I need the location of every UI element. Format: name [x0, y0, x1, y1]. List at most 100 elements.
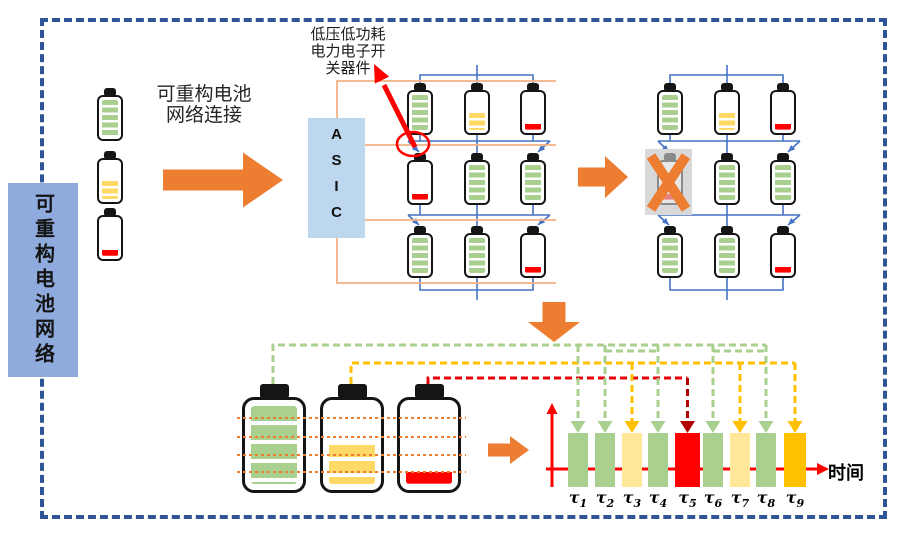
drop-arrowhead — [787, 421, 803, 433]
asic-route-bottom — [336, 238, 556, 284]
time-axis-label: 时间 — [828, 463, 864, 483]
battery-fill — [412, 95, 428, 130]
grid-transition-arrow — [578, 156, 628, 198]
tau-label: τ4 — [648, 488, 668, 511]
battery-icon-red — [407, 160, 433, 205]
battery-fill — [102, 100, 118, 136]
battery-icon-green — [520, 160, 546, 205]
battery-cap — [527, 153, 539, 160]
timeline-bar-τ3 — [622, 433, 642, 487]
timeline-bar-τ1 — [568, 433, 588, 487]
battery-cap — [414, 83, 426, 90]
battery-icon-red — [520, 90, 546, 135]
battery-cap — [104, 208, 116, 215]
switch-device-note: 低压低功耗 电力电子开 关器件 — [310, 26, 386, 77]
battery-cap — [414, 153, 426, 160]
route-red — [426, 376, 688, 384]
battery-fill — [102, 220, 118, 256]
tau-label: τ2 — [595, 488, 615, 511]
battery-fill — [412, 238, 428, 273]
asic-route-top — [336, 80, 556, 118]
battery-fill — [525, 165, 541, 200]
route-yellow — [349, 361, 795, 384]
battery-cap — [777, 153, 789, 160]
battery-cap — [471, 153, 483, 160]
battery-icon-green — [657, 233, 683, 278]
tau-label: τ3 — [622, 488, 642, 511]
battery-fill — [719, 238, 735, 273]
timeline-bar-τ8 — [756, 433, 776, 487]
battery-icon-green — [464, 160, 490, 205]
battery-fill — [775, 238, 791, 273]
asic-box: ASIC — [308, 118, 365, 238]
timeline-bar-τ4 — [648, 433, 668, 487]
battery-icon-yellow — [320, 397, 384, 493]
battery-icon-yellow — [464, 90, 490, 135]
battery-fill — [469, 238, 485, 273]
timeline-arrow — [488, 436, 529, 464]
battery-fill — [662, 238, 678, 273]
battery-cap — [721, 153, 733, 160]
battery-cap — [777, 83, 789, 90]
battery-fill — [525, 95, 541, 130]
battery-icon-green — [97, 95, 123, 141]
battery-cap — [664, 83, 676, 90]
battery-icon-red — [97, 215, 123, 261]
battery-icon-green — [464, 233, 490, 278]
timeline-bar-τ2 — [595, 433, 615, 487]
tau-label: τ5 — [678, 488, 697, 511]
drop-arrowhead — [597, 421, 613, 433]
battery-cap — [414, 226, 426, 233]
route-green — [271, 343, 766, 384]
timeline-bar-τ6 — [703, 433, 723, 487]
tau-label: τ1 — [568, 488, 588, 511]
drop-arrowhead — [680, 421, 695, 433]
battery-cap — [337, 384, 367, 397]
drop-arrowhead — [570, 421, 586, 433]
connection-label: 可重构电池 网络连接 — [156, 84, 252, 126]
timeline-bar-τ5 — [675, 433, 700, 487]
switch-highlight-circle — [395, 130, 431, 158]
battery-cap — [664, 226, 676, 233]
drop-arrowhead — [732, 421, 748, 433]
side-title-box: 可重构电池网络 — [8, 183, 78, 377]
battery-cap — [721, 226, 733, 233]
drop-arrowhead — [624, 421, 640, 433]
battery-cap — [527, 83, 539, 90]
battery-icon-green — [242, 397, 306, 493]
battery-icon-red — [770, 90, 796, 135]
battery-cap — [471, 83, 483, 90]
battery-fill — [469, 165, 485, 200]
battery-cap — [104, 88, 116, 95]
battery-cap — [664, 153, 676, 160]
battery-fill — [469, 95, 485, 130]
battery-cap — [104, 151, 116, 158]
timeline-bar-τ7 — [730, 433, 750, 487]
switch-pointer-arrow — [381, 83, 418, 149]
battery-icon-red — [520, 233, 546, 278]
battery-fill — [719, 165, 735, 200]
down-flow-arrow — [528, 302, 580, 342]
battery-cap — [414, 384, 444, 397]
battery-fill — [525, 238, 541, 273]
battery-cap — [471, 226, 483, 233]
battery-icon-green — [770, 160, 796, 205]
battery-fill — [719, 95, 735, 130]
battery-cap — [259, 384, 289, 397]
battery-fill — [412, 165, 428, 200]
drop-arrowhead — [650, 421, 666, 433]
battery-icon-red — [770, 233, 796, 278]
battery-cap — [777, 226, 789, 233]
battery-fill — [662, 95, 678, 130]
drop-arrowhead — [758, 421, 774, 433]
battery-icon-green — [714, 233, 740, 278]
tau-label: τ8 — [756, 488, 776, 511]
battery-icon-green — [714, 160, 740, 205]
tau-label: τ9 — [785, 488, 805, 511]
tau-label: τ7 — [730, 488, 750, 511]
battery-icon-green — [407, 233, 433, 278]
battery-cap — [721, 83, 733, 90]
